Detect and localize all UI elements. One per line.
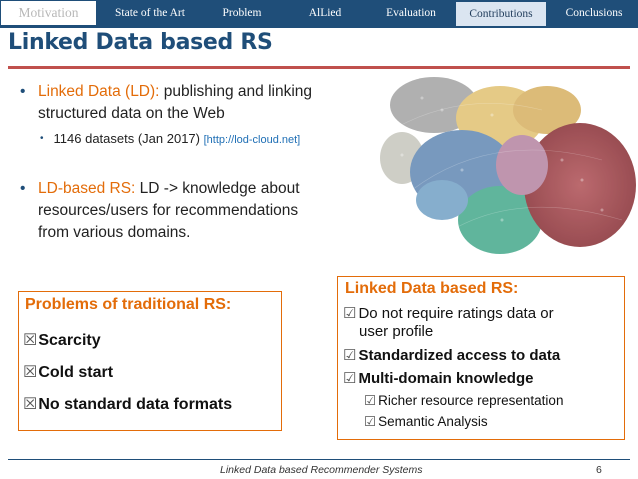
- cross-box-icon: ☒: [23, 332, 38, 349]
- benefits-heading: Linked Data based RS:: [345, 280, 519, 297]
- lod-cloud-graph-image: [380, 77, 636, 254]
- benefit-item-continued: user profile: [359, 323, 434, 340]
- bullet-dot-icon: •: [20, 180, 26, 197]
- footer-title: Linked Data based Recommender Systems: [220, 464, 423, 476]
- benefit-item: ☑Do not require ratings data or: [343, 305, 554, 322]
- bullet-text: resources/users for recommendations: [38, 202, 299, 219]
- lod-cloud-link[interactable]: [http://lod-cloud.net]: [203, 134, 301, 146]
- tab-motivation[interactable]: Motivation: [0, 0, 97, 26]
- bullet-ld-based-rs: • LD-based RS: LD -> knowledge about res…: [20, 179, 380, 245]
- slide-title: Linked Data based RS: [8, 30, 273, 55]
- bullet-text: LD -> knowledge about: [139, 180, 300, 197]
- footer-divider: [8, 459, 630, 460]
- bullet-dot-icon: •: [20, 83, 26, 100]
- problems-heading: Problems of traditional RS:: [25, 296, 232, 313]
- check-box-icon: ☑: [343, 347, 357, 364]
- cross-box-icon: ☒: [23, 396, 38, 413]
- page-number: 6: [596, 464, 602, 476]
- tab-problem[interactable]: Problem: [222, 7, 262, 19]
- benefit-subitem: ☑Semantic Analysis: [364, 414, 488, 429]
- benefit-item: ☑Standardized access to data: [343, 347, 561, 364]
- nav-divider: [0, 26, 638, 28]
- tab-state-of-the-art[interactable]: State of the Art: [115, 7, 185, 19]
- bullet-highlight: Linked Data (LD):: [38, 83, 160, 100]
- bullet-text: structured data on the Web: [38, 105, 225, 122]
- benefits-box: Linked Data based RS: ☑Do not require ra…: [337, 276, 625, 440]
- problems-box: Problems of traditional RS: ☒Scarcity ☒C…: [18, 291, 282, 431]
- top-navigation: Motivation State of the Art Problem AlLi…: [0, 0, 638, 26]
- check-box-icon: ☑: [364, 393, 377, 408]
- check-box-icon: ☑: [364, 414, 377, 429]
- problem-item: ☒Cold start: [23, 364, 114, 381]
- check-box-icon: ☑: [343, 305, 357, 322]
- bullet-text: publishing and linking: [163, 83, 313, 100]
- sub-bullet-text: 1146 datasets (Jan 2017): [53, 131, 200, 146]
- problem-item: ☒Scarcity: [23, 332, 101, 349]
- bullet-linked-data: • Linked Data (LD): publishing and linki…: [20, 82, 380, 126]
- cross-box-icon: ☒: [23, 364, 38, 381]
- benefit-item: ☑Multi-domain knowledge: [343, 370, 534, 387]
- title-underline: [8, 66, 630, 69]
- sub-bullet-datasets: • 1146 datasets (Jan 2017) [http://lod-cl…: [40, 131, 300, 146]
- benefit-subitem: ☑Richer resource representation: [364, 393, 564, 408]
- tab-conclusions[interactable]: Conclusions: [565, 7, 623, 19]
- tab-allied[interactable]: AlLied: [308, 7, 342, 19]
- bullet-text: from various domains.: [38, 224, 191, 241]
- problem-item: ☒No standard data formats: [23, 396, 233, 413]
- tab-contributions[interactable]: Contributions: [456, 2, 546, 26]
- bullet-highlight: LD-based RS:: [38, 180, 136, 197]
- check-box-icon: ☑: [343, 370, 357, 387]
- tab-evaluation[interactable]: Evaluation: [386, 7, 436, 19]
- bullet-dot-icon: •: [40, 133, 44, 144]
